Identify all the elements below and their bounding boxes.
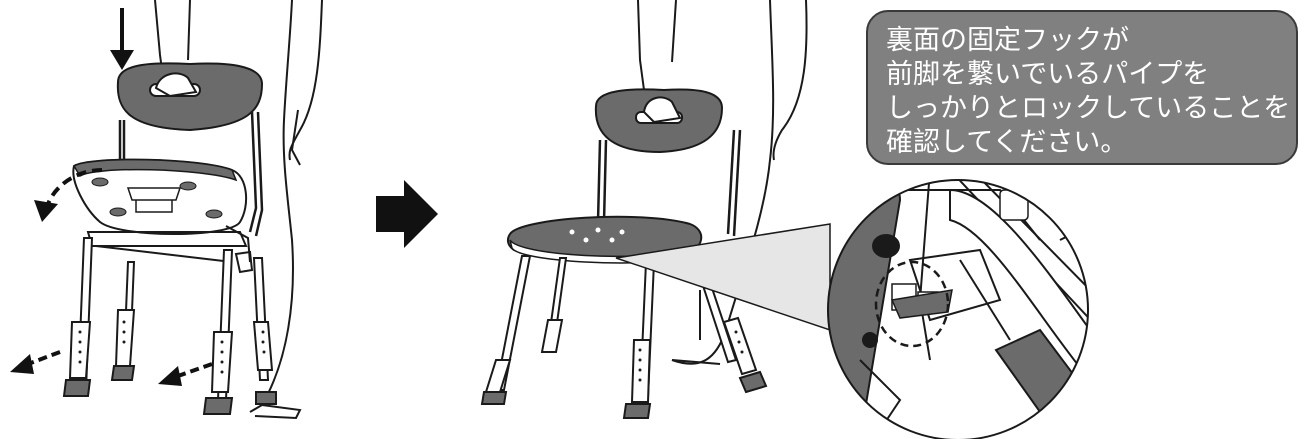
magnified-detail xyxy=(800,170,1100,439)
dashed-arrow-icon xyxy=(10,352,60,374)
down-arrow-icon xyxy=(110,8,134,70)
callout-line-1: 裏面の固定フックが xyxy=(886,24,1278,58)
right-arrow-icon xyxy=(376,180,438,248)
callout-line-2: 前脚を繋いでいるパイプを xyxy=(886,58,1278,92)
callout-line-4: 確認してください。 xyxy=(886,126,1278,160)
callout-line-3: しっかりとロックしていることを xyxy=(886,92,1278,126)
right-chair-figure xyxy=(482,0,807,418)
dashed-arrow-icon xyxy=(158,364,212,386)
instruction-callout: 裏面の固定フックが 前脚を繋いでいるパイプを しっかりとロックしていることを 確… xyxy=(866,10,1298,165)
left-chair-figure xyxy=(64,0,322,418)
